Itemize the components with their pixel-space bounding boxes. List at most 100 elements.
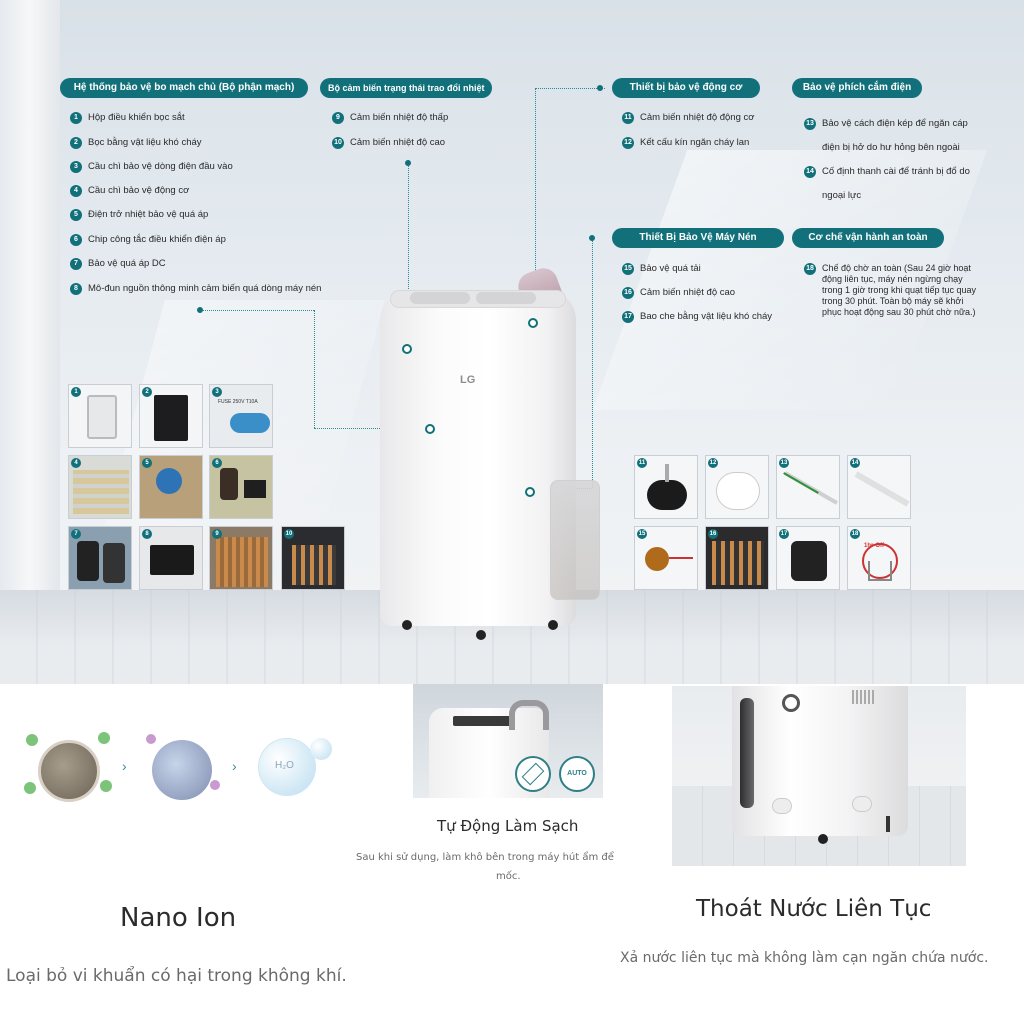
leader-dot [197,307,203,313]
thumbnail-number: 16 [708,529,718,539]
breaking-bacteria-icon [152,740,212,800]
thumbnail-number: 5 [142,458,152,468]
nano-ion-illustration: › › H₂O [20,720,360,820]
thumbnail-number: 12 [708,458,718,468]
control-panel [453,716,513,726]
thumbnail: 2 [139,384,203,448]
thumbnail: 12 [705,455,769,519]
arrow-right-icon: › [122,758,127,774]
item-number: 3 [70,161,82,173]
section-title-plug: Bảo vệ phích cắm điện [792,78,922,98]
item-number: 16 [622,287,634,299]
thumbnail: 11 [634,455,698,519]
continuous-drain-photo [672,686,966,866]
item-text: Bảo vệ cách điện kép để ngăn cáp điện bị… [822,118,968,153]
item-number: 15 [622,263,634,275]
steel-box-icon [87,395,117,439]
hotspot-dot [425,424,435,434]
wheel [548,620,558,630]
thumbnail-number: 2 [142,387,152,397]
item-text: Cảm biến nhiệt độ thấp [350,112,449,123]
timer-off-icon [862,543,898,579]
hotspot-dot [525,487,535,497]
hotspot-dot [402,344,412,354]
item-number: 10 [332,137,344,149]
auto-clean-photo: AUTO [413,684,603,798]
timer-label: 1hr-Off [864,543,884,549]
thumbnail: 15 [634,526,698,590]
shaft-icon [665,464,669,482]
thumbnail: 9 [209,526,273,590]
item-text: Cảm biến nhiệt độ cao [640,287,736,298]
top-vent [410,292,470,304]
wheel [818,834,828,844]
hotspot-dot [528,318,538,328]
ion-icon [24,782,36,794]
item-text: Cầu chì bảo vệ động cơ [88,185,190,196]
item-text: Cố định thanh cài để tránh bị đổ do ngoạ… [822,166,970,201]
item-text: Mô-đun nguồn thông minh cảm biến quá dòn… [88,283,322,294]
wheel [476,630,486,640]
cable-icon [783,472,819,494]
dehumidifier-body [732,686,908,836]
item-number: 1 [70,112,82,124]
water-molecule-icon [258,738,316,796]
capacitor-icon [220,468,238,500]
sensor-pipe-icon [292,545,336,585]
leader-line [200,310,314,311]
thumbnail: 1 [68,384,132,448]
item-text: Điện trở nhiệt bảo vệ quá áp [88,209,209,220]
bubble-icon [310,738,332,760]
thermistor-icon [156,468,182,494]
item-number: 17 [622,311,634,323]
thumbnail: 16 [705,526,769,590]
thumbnail: 14 [847,455,911,519]
thumbnail-number: 4 [71,458,81,468]
item-text: Kết cấu kín ngăn cháy lan [640,137,750,148]
auto-clean-description-line1: Sau khi sử dụng, làm khô bên trong máy h… [356,852,614,863]
auto-clean-description-line2: mốc. [496,871,521,882]
power-module-icon [150,545,194,575]
motor-icon [647,480,687,510]
item-number: 7 [70,258,82,270]
thumbnail: 7 [68,526,132,590]
thumbnail: 17 [776,526,840,590]
thumbnail-number: 3 [212,387,222,397]
section-title-motor: Thiết bị bảo vệ động cơ [612,78,760,98]
copper-pipe-icon [216,537,268,587]
ion-icon [100,780,112,792]
continuous-drain-title: Thoát Nước Liên Tục [696,896,932,922]
item-text: Bao che bằng vật liệu khó cháy [640,311,773,322]
water-tank [550,480,600,600]
carry-handle [509,700,549,730]
room-background: Hệ thống bảo vệ bo mạch chủ (Bộ phận mạc… [0,0,1024,684]
thumbnail: 18 1hr-Off [847,526,911,590]
list-item: 16 Cảm biến nhiệt độ cao [622,287,735,299]
item-number: 12 [622,137,634,149]
list-item: 12 Kết cấu kín ngăn cháy lan [622,137,749,149]
water-level-window [740,698,754,808]
compressor-sensor-icon [712,541,764,585]
fuse-label: FUSE 250V T10A [218,399,258,405]
drain-hose [886,816,890,832]
cable-clip-icon [854,471,910,507]
anti-bacteria-icon [515,756,551,792]
thumbnail-number: 11 [637,458,647,468]
section-title-compressor: Thiết Bị Bảo Vệ Máy Nén [612,228,784,248]
thumbnail-number: 18 [850,529,860,539]
h2o-label: H₂O [275,760,294,771]
curtain [0,0,60,600]
overload-protector-icon [645,547,669,571]
lg-logo: LG [460,374,476,386]
section-title-board: Hệ thống bảo vệ bo mạch chủ (Bộ phận mạc… [60,78,308,98]
item-number: 8 [70,283,82,295]
thumbnail-number: 6 [212,458,222,468]
